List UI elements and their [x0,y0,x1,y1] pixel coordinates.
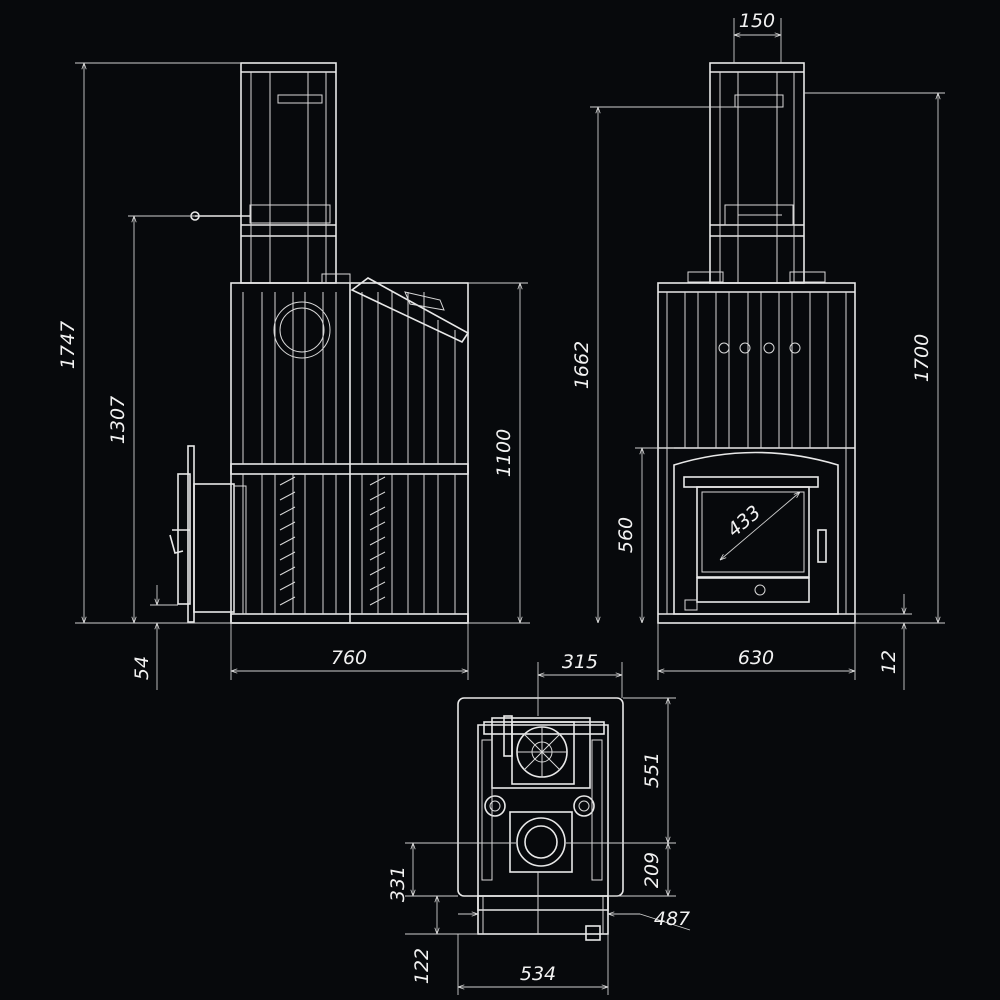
side-body [230,273,470,624]
dim-630: 630 [738,647,774,669]
dim-487: 487 [654,908,690,930]
dim-12: 12 [878,650,900,674]
side-view [169,62,470,624]
front-chimney [687,62,826,284]
dim-560: 560 [615,517,637,553]
dim-122: 122 [411,948,433,984]
dim-331: 331 [387,866,409,902]
dim-1307: 1307 [107,396,129,444]
dim-54: 54 [131,656,153,680]
front-fire-door [673,451,839,615]
front-view [657,62,856,624]
dim-150: 150 [739,10,775,32]
side-fire-door [169,445,247,623]
dim-1747: 1747 [57,321,79,369]
dim-209: 209 [641,852,663,888]
dim-433: 433 [723,501,765,541]
top-dimensions [405,662,691,995]
dim-1100: 1100 [493,429,515,477]
dim-1662: 1662 [571,341,593,389]
dim-315: 315 [562,651,598,673]
dim-1700: 1700 [911,334,933,382]
dim-760: 760 [331,647,367,669]
dim-534: 534 [520,963,556,985]
side-dimensions [75,62,530,690]
dim-551: 551 [641,752,663,788]
front-dimensions [590,18,945,690]
side-chimney [190,62,337,284]
top-view [457,697,624,941]
